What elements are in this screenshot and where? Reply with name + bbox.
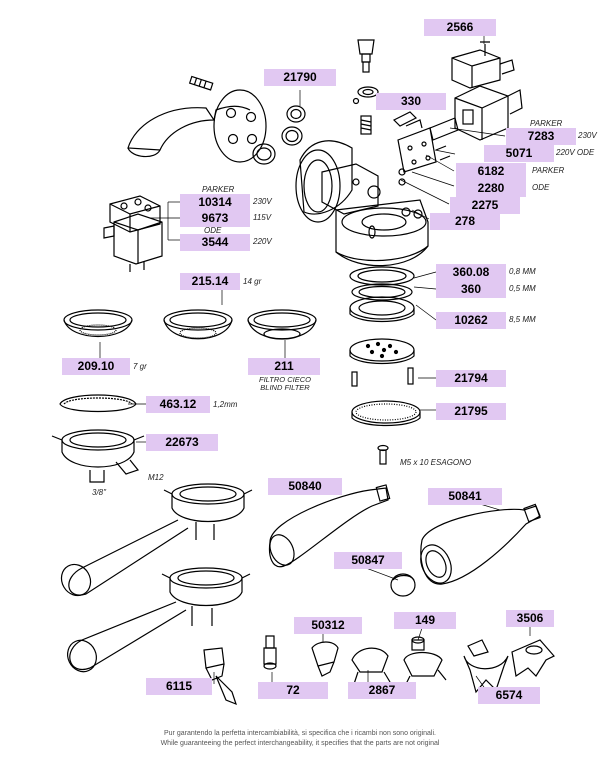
note-230v-7283: 230V [578, 131, 597, 140]
part-tag-9673: 9673 [180, 210, 250, 227]
part-tag-7283: 7283 [506, 128, 576, 145]
footer-disclaimer-en: While guaranteeing the perfect interchan… [160, 740, 440, 747]
note-parker-10314: PARKER [202, 185, 235, 194]
part-tag-2566: 2566 [424, 19, 496, 36]
note-ode-2280: ODE [532, 183, 550, 192]
part-tag-2280: 2280 [456, 180, 526, 197]
note-filtro-cieco: FILTRO CIECO [259, 375, 311, 384]
note-14gr: 14 gr [243, 277, 262, 286]
solenoid-valve [392, 41, 523, 141]
orings-21790 [252, 105, 306, 165]
part-tag-463-12: 463.12 [146, 396, 210, 413]
note-m5-esagono: M5 x 10 ESAGONO [400, 458, 472, 467]
part-tag-360: 360 [436, 281, 506, 298]
part-tag-278: 278 [430, 213, 500, 230]
note-parker-7283: PARKER [530, 119, 563, 128]
part-tag-211: 211 [248, 358, 320, 375]
note-230v-10314: 230V [253, 197, 272, 206]
note-m12: M12 [148, 473, 164, 482]
part-tag-3544: 3544 [180, 234, 250, 251]
part-tag-6115: 6115 [146, 678, 212, 695]
note-220v-3544: 220V [253, 237, 272, 246]
part-tag-215-14: 215.14 [180, 273, 240, 290]
note-85mm: 8,5 MM [509, 315, 536, 324]
part-tag-149: 149 [394, 612, 456, 629]
spouts [203, 635, 555, 706]
filter-baskets [63, 309, 317, 340]
part-tag-50312: 50312 [294, 617, 362, 634]
part-tag-50841: 50841 [428, 488, 502, 505]
part-tag-21794: 21794 [436, 370, 506, 387]
note-08mm: 0,8 MM [509, 267, 536, 276]
part-tag-6574: 6574 [478, 687, 540, 704]
part-tag-22673: 22673 [146, 434, 218, 451]
note-ode-3544: ODE [204, 226, 222, 235]
note-7gr: 7 gr [133, 362, 147, 371]
part-tag-209-10: 209.10 [62, 358, 130, 375]
note-blind-filter: BLIND FILTER [260, 383, 310, 392]
part-tag-10262: 10262 [436, 312, 506, 329]
electrovalve-left [103, 195, 163, 272]
leader-lines [99, 28, 531, 691]
part-tag-10314: 10314 [180, 194, 250, 211]
part-tag-2867: 2867 [348, 682, 416, 699]
note-12mm: 1,2mm [213, 400, 238, 409]
part-tag-360-08: 360.08 [436, 264, 506, 281]
top-valve [352, 39, 379, 135]
note-parker-6182: PARKER [532, 166, 565, 175]
note-115v-9673: 115V [253, 213, 272, 222]
part-tag-5071: 5071 [484, 145, 554, 162]
note-05mm: 0,5 MM [509, 284, 536, 293]
gaskets-column [349, 266, 421, 465]
part-tag-2275: 2275 [450, 197, 520, 214]
part-tag-3506: 3506 [506, 610, 554, 627]
part-tag-50840: 50840 [268, 478, 342, 495]
part-tag-330: 330 [376, 93, 446, 110]
part-tag-72: 72 [258, 682, 328, 699]
portafilter-single [60, 483, 253, 597]
part-tag-21795: 21795 [436, 403, 506, 420]
note-3-8: 3/8" [92, 488, 106, 497]
note-220v-ode-5071: 220V ODE [556, 148, 595, 157]
part-tag-6182: 6182 [456, 163, 526, 180]
portafilter-housing [51, 394, 145, 483]
part-tag-50847: 50847 [334, 552, 402, 569]
plate-6182 [397, 127, 451, 186]
brew-arm [127, 75, 267, 163]
part-tag-21790: 21790 [264, 69, 336, 86]
group-head [295, 140, 429, 267]
footer-disclaimer-it: Pur garantendo la perfetta intercambiabi… [164, 730, 436, 737]
handles [268, 484, 541, 597]
portafilter-double [67, 567, 251, 673]
